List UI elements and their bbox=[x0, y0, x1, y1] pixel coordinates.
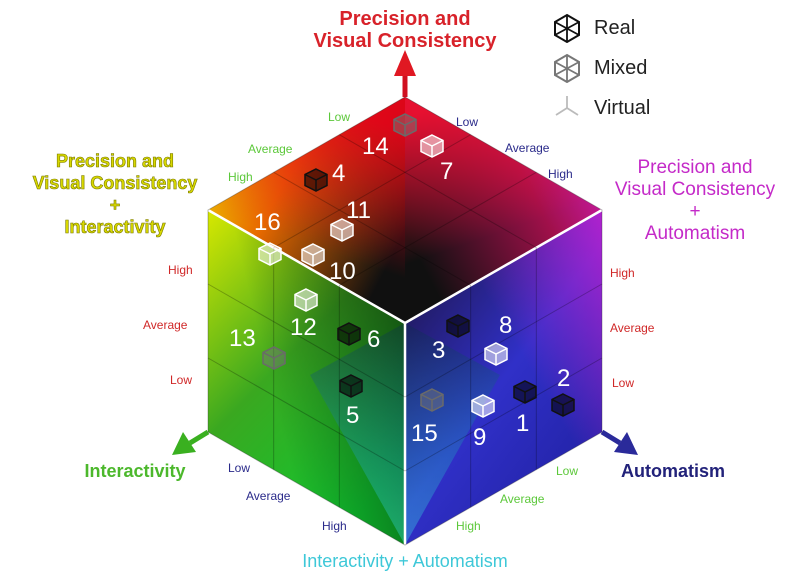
scale-top-left-high: High bbox=[228, 170, 253, 184]
legend-item-real: Real bbox=[552, 8, 682, 48]
point-markers bbox=[258, 113, 575, 418]
point-label-14: 14 bbox=[362, 133, 389, 160]
grid-line bbox=[339, 171, 537, 286]
legend-item-virtual: Virtual bbox=[552, 88, 682, 128]
scale-top-right-high: High bbox=[548, 167, 573, 181]
scale-left-low: Low bbox=[170, 373, 193, 387]
cube-mixed-icon bbox=[554, 53, 580, 83]
point-label-12: 12 bbox=[290, 314, 317, 341]
grid-line bbox=[404, 357, 603, 472]
scale-top-left-average: Average bbox=[248, 142, 293, 156]
grid-line bbox=[273, 171, 471, 286]
face-left-dark bbox=[208, 210, 405, 545]
cube-dividers bbox=[207, 208, 603, 545]
face-top-right-red bbox=[405, 97, 602, 323]
grid-line bbox=[207, 357, 406, 472]
point-label-4: 4 bbox=[332, 160, 346, 187]
point-marker-11 bbox=[330, 218, 354, 242]
axis-title-left-line2: Visual Consistency bbox=[32, 173, 198, 194]
legend-item-mixed: Mixed bbox=[552, 48, 682, 88]
axis-title-right-line1: Precision and bbox=[637, 157, 753, 178]
grid-line bbox=[404, 283, 603, 398]
point-marker-12 bbox=[294, 288, 318, 312]
point-label-11: 11 bbox=[346, 197, 371, 224]
axis-title-right: Precision and Visual Consistency + Autom… bbox=[585, 157, 802, 245]
scale-right-low: Low bbox=[612, 376, 635, 390]
cube-real-icon bbox=[554, 13, 580, 43]
point-label-15: 15 bbox=[411, 420, 438, 447]
point-marker-9 bbox=[471, 394, 495, 418]
point-label-13: 13 bbox=[229, 325, 256, 352]
point-label-5: 5 bbox=[346, 402, 360, 429]
axis-title-right-plus: + bbox=[689, 201, 701, 222]
point-label-1: 1 bbox=[516, 410, 530, 437]
legend-label-virtual: Virtual bbox=[594, 96, 651, 119]
point-marker-3 bbox=[446, 314, 470, 338]
scale-bottom-left-low: Low bbox=[228, 461, 251, 475]
axis-title-right-line3: Automatism bbox=[644, 223, 746, 244]
scale-bottom-left-average: Average bbox=[246, 489, 291, 503]
point-marker-16 bbox=[258, 242, 282, 266]
axis-title-interactivity: Interactivity bbox=[84, 461, 186, 481]
point-label-2: 2 bbox=[557, 365, 571, 392]
point-marker-14 bbox=[393, 113, 417, 137]
scale-top-right-low: Low bbox=[456, 115, 479, 129]
scale-left-average: Average bbox=[143, 318, 188, 332]
point-marker-8 bbox=[484, 342, 508, 366]
scale-right-average: Average bbox=[610, 321, 655, 335]
scale-bottom-left-high: High bbox=[322, 519, 347, 533]
scale-top-left-low: Low bbox=[328, 110, 351, 124]
point-label-3: 3 bbox=[432, 337, 446, 364]
axis-title-top: Precision and Visual Consistency bbox=[270, 8, 540, 52]
axis-arrows bbox=[172, 50, 638, 455]
point-label-6: 6 bbox=[367, 326, 381, 353]
scale-bottom-right-average: Average bbox=[500, 492, 545, 506]
axis-title-right-line2: Visual Consistency bbox=[614, 179, 776, 200]
grid-line bbox=[207, 283, 406, 398]
point-label-9: 9 bbox=[473, 424, 487, 451]
face-right-mag bbox=[405, 210, 602, 545]
point-marker-2 bbox=[551, 393, 575, 417]
axis-title-left-line3: Interactivity bbox=[64, 217, 166, 238]
point-marker-6 bbox=[337, 322, 361, 346]
point-label-7: 7 bbox=[440, 158, 454, 185]
scale-left-high: High bbox=[168, 263, 193, 277]
grid-line bbox=[339, 134, 537, 249]
axis-title-top-line2: Visual Consistency bbox=[313, 30, 497, 52]
legend-label-mixed: Mixed bbox=[594, 56, 648, 79]
axis-title-automatism: Automatism bbox=[620, 461, 725, 481]
legend-label-real: Real bbox=[594, 16, 636, 39]
scale-bottom-right-high: High bbox=[456, 519, 481, 533]
scale-bottom-right-low: Low bbox=[556, 464, 579, 478]
point-marker-10 bbox=[301, 243, 325, 267]
face-top-left-red bbox=[208, 97, 405, 323]
point-marker-1 bbox=[513, 380, 537, 404]
axis-title-bottom: Interactivity + Automatism bbox=[302, 551, 508, 571]
point-marker-4 bbox=[304, 168, 328, 192]
axis-title-left-line1: Precision and bbox=[55, 151, 175, 172]
point-marker-15 bbox=[420, 388, 444, 412]
scale-right-high: High bbox=[610, 266, 635, 280]
point-marker-7 bbox=[420, 134, 444, 158]
scale-top-right-average: Average bbox=[505, 141, 550, 155]
axis-title-left-plus: + bbox=[109, 195, 121, 216]
point-marker-13 bbox=[262, 346, 286, 370]
axis-title-top-line1: Precision and bbox=[339, 8, 471, 30]
point-label-16: 16 bbox=[254, 209, 281, 236]
point-label-10: 10 bbox=[329, 258, 356, 285]
point-label-8: 8 bbox=[499, 312, 513, 339]
axis-title-left: Precision and Visual Consistency + Inter… bbox=[0, 150, 230, 238]
point-marker-5 bbox=[339, 374, 363, 398]
cube-virtual-icon bbox=[555, 96, 579, 116]
legend: Real Mixed Virtual bbox=[552, 8, 682, 128]
